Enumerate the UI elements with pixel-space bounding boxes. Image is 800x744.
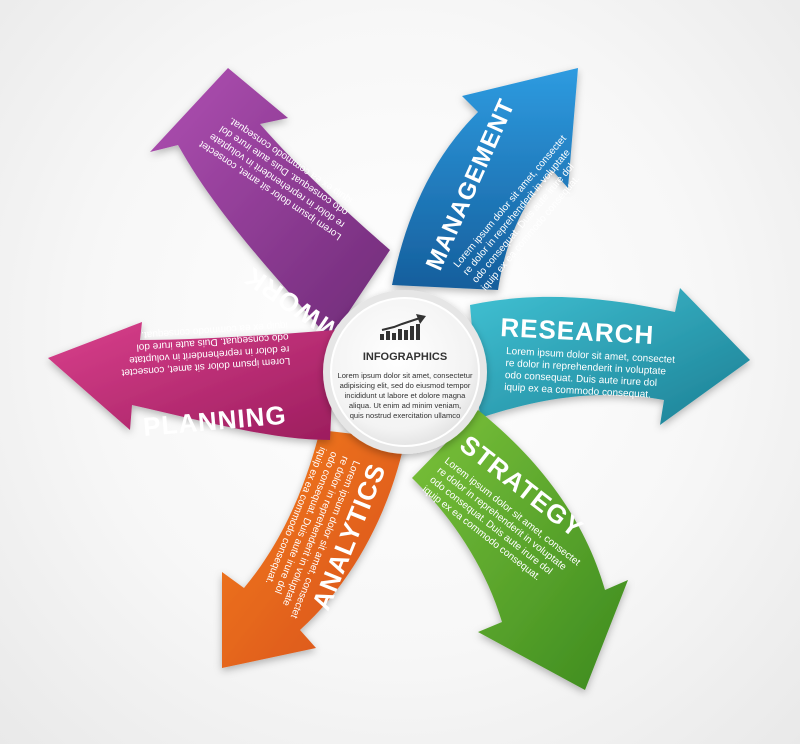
arrow-strategy-shape <box>412 410 628 690</box>
arrow-research <box>470 288 750 425</box>
arrow-analytics <box>222 430 405 668</box>
arrow-planning-text: Lorem ipsum dolor sit amet, consectet re… <box>121 319 291 378</box>
arrow-strategy <box>412 410 628 690</box>
arrow-management-shape <box>392 68 578 290</box>
center-line-1: Lorem ipsum dolor sit amet, consectetur <box>337 371 473 380</box>
arrow-teamwork <box>150 68 390 340</box>
center-line-3: incididunt ut labore et dolore magna <box>345 391 467 400</box>
center-badge: INFOGRAPHICS Lorem ipsum dolor sit amet,… <box>323 290 487 454</box>
arrow-planning-shape <box>48 322 335 440</box>
arrow-teamwork-shape <box>150 68 390 340</box>
center-line-2: adipisicing elit, sed do eiusmod tempor <box>340 381 471 390</box>
arrow-research-shape <box>470 288 750 425</box>
arrow-planning <box>48 322 335 440</box>
arrow-analytics-shape <box>222 430 405 668</box>
center-title: INFOGRAPHICS <box>363 351 447 363</box>
rising-chart-arrow-icon <box>380 314 426 340</box>
center-line-4: aliqua. Ut enim ad minim veniam, <box>349 401 461 410</box>
center-line-5: quis nostrud exercitation ullamco <box>350 411 461 420</box>
arrow-management <box>392 68 578 290</box>
center-disc <box>330 297 480 447</box>
arrow-research-text: Lorem ipsum dolor sit amet, consectet re… <box>504 346 675 401</box>
